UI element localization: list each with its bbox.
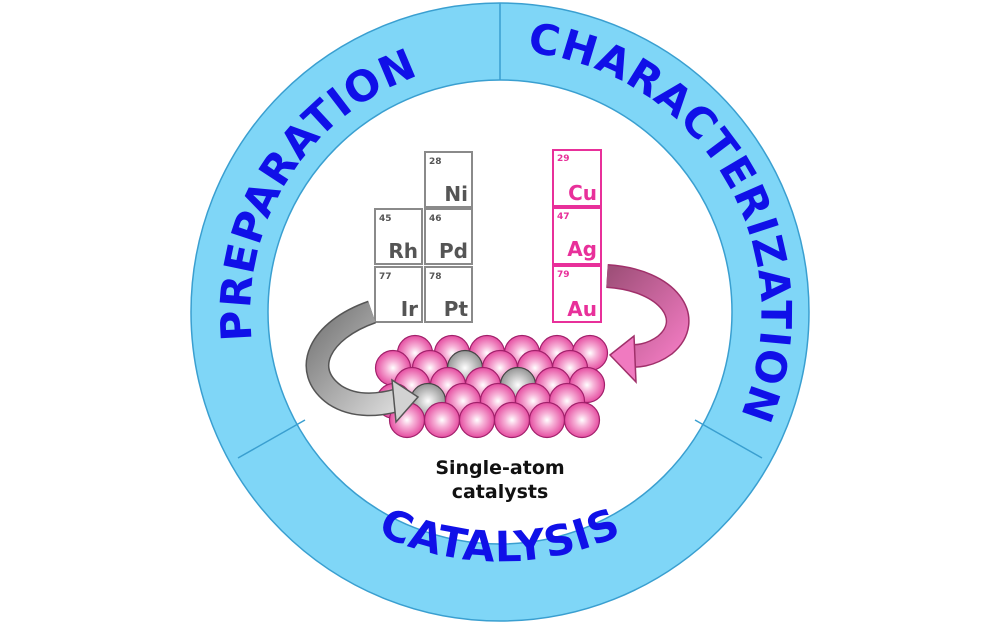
atomic-number: 29 xyxy=(557,154,570,164)
tile-ni: 28 Ni xyxy=(424,151,473,208)
element-symbol: Cu xyxy=(568,181,597,205)
atomic-number: 77 xyxy=(379,272,392,282)
atomic-number: 47 xyxy=(557,212,570,222)
pink-element-tiles: 29 Cu 47 Ag 79 Au xyxy=(552,149,602,323)
element-symbol: Ni xyxy=(444,182,468,206)
atomic-number: 78 xyxy=(429,272,442,282)
tile-pd: 46 Pd xyxy=(424,208,473,265)
pink-curved-arrow xyxy=(605,264,690,384)
atomic-number: 45 xyxy=(379,214,392,224)
atomic-number: 28 xyxy=(429,157,442,167)
support-atom-pink xyxy=(493,401,531,439)
tile-pt: 78 Pt xyxy=(424,266,473,323)
element-symbol: Pt xyxy=(444,297,469,321)
gray-element-tiles: 28 Ni 45 Rh 46 Pd 77 Ir 78 Pt xyxy=(374,151,473,323)
support-atom-pink xyxy=(563,401,601,439)
tile-cu: 29 Cu xyxy=(552,149,602,207)
tile-ag: 47 Ag xyxy=(552,207,602,265)
tile-rh: 45 Rh xyxy=(374,208,423,265)
ring-divider-left xyxy=(237,419,306,459)
atomic-number: 46 xyxy=(429,214,442,224)
ring-divider-right xyxy=(694,419,763,459)
element-symbol: Au xyxy=(567,297,597,321)
atom-lattice xyxy=(374,334,609,439)
tile-au: 79 Au xyxy=(552,265,602,323)
atomic-number: 79 xyxy=(557,270,570,280)
support-atom-pink xyxy=(458,401,496,439)
tile-ir: 77 Ir xyxy=(374,266,423,323)
caption-line-2: catalysts xyxy=(452,481,549,503)
gray-curved-arrow xyxy=(305,300,420,424)
element-symbol: Pd xyxy=(439,239,468,263)
element-symbol: Ag xyxy=(567,237,597,261)
support-atom-pink xyxy=(423,401,461,439)
caption-line-1: Single-atom xyxy=(435,457,564,479)
element-symbol: Ir xyxy=(401,297,418,321)
support-atom-pink xyxy=(528,401,566,439)
element-symbol: Rh xyxy=(388,239,418,263)
